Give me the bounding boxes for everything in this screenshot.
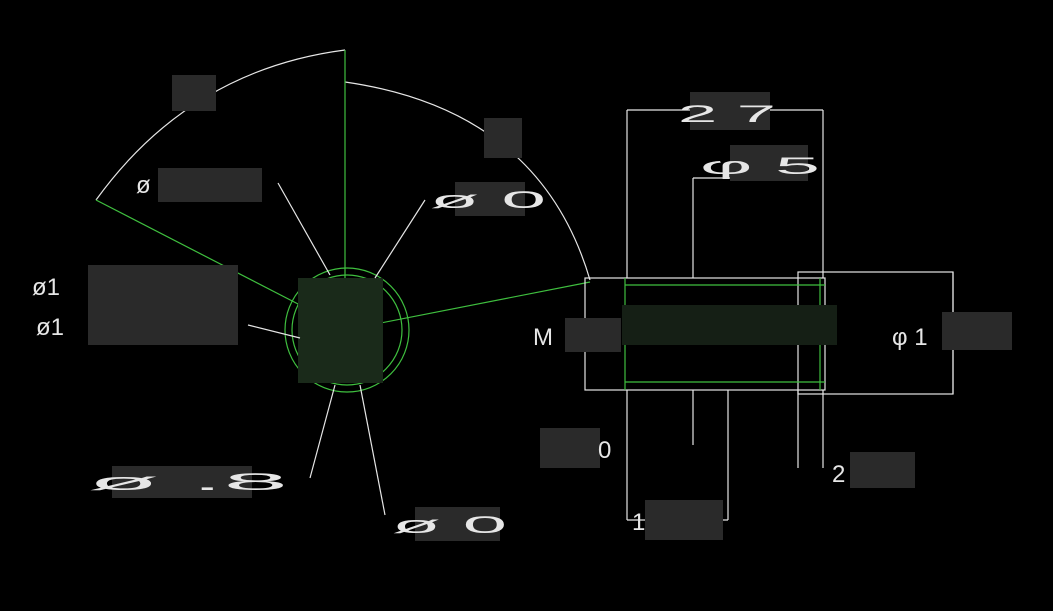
leader-upper-right	[374, 199, 426, 279]
obscured-angle-right	[484, 118, 522, 158]
inner-circle	[291, 274, 403, 386]
label-length-left-bottom: 0	[598, 437, 611, 464]
obscured-dia-left	[88, 265, 238, 345]
label-dia-right: φ 1	[892, 324, 928, 351]
obscured-patches	[88, 75, 1012, 541]
obscured-dia-ur	[455, 182, 525, 216]
radial-line-right	[344, 281, 591, 331]
obscured-dia-ul	[158, 168, 262, 202]
label-dia-upper-right: ø 0	[430, 187, 546, 214]
obscured-len-top	[690, 92, 770, 130]
obscured-dia-bl	[112, 466, 252, 498]
label-length-right-bottom: 2	[832, 461, 845, 488]
hub-obscured	[298, 278, 383, 383]
label-thread: M	[533, 324, 553, 351]
obscured-dia-right	[942, 312, 1012, 350]
label-dia-left-2: ø1	[36, 314, 64, 341]
obscured-dia-mid	[730, 145, 808, 181]
labels: ø ø 0 ø1 ø1 ø .8 ø 0 2 7 φ 5 M φ 1 0 2 1	[32, 101, 928, 539]
obscured-len-rb	[850, 452, 915, 488]
label-dia-bottom-right: ø 0	[392, 512, 507, 539]
leader-left-2	[247, 324, 301, 339]
obscured-len-bottom	[645, 500, 723, 540]
radial-line-left	[95, 199, 301, 306]
outer-circle	[284, 267, 410, 393]
obscured-len-lb	[540, 428, 600, 468]
label-dia-upper-left: ø	[136, 172, 151, 199]
obscured-angle-left	[172, 75, 216, 111]
leader-upper-left	[277, 182, 331, 276]
leader-bottom-right	[359, 384, 386, 516]
label-dia-left-1: ø1	[32, 274, 60, 301]
outer-arc-right	[344, 81, 591, 281]
label-dia-top-mid: φ 5	[700, 153, 820, 180]
label-length-top: 2 7	[678, 101, 776, 128]
obscured-dia-br	[415, 507, 500, 541]
label-dia-bottom-left: ø .8	[88, 469, 288, 496]
shaft-obscured	[622, 305, 837, 345]
label-length-bottom: 1	[632, 509, 645, 536]
leader-bottom-left	[309, 384, 336, 479]
obscured-thread	[565, 318, 621, 352]
front-view	[95, 49, 591, 516]
